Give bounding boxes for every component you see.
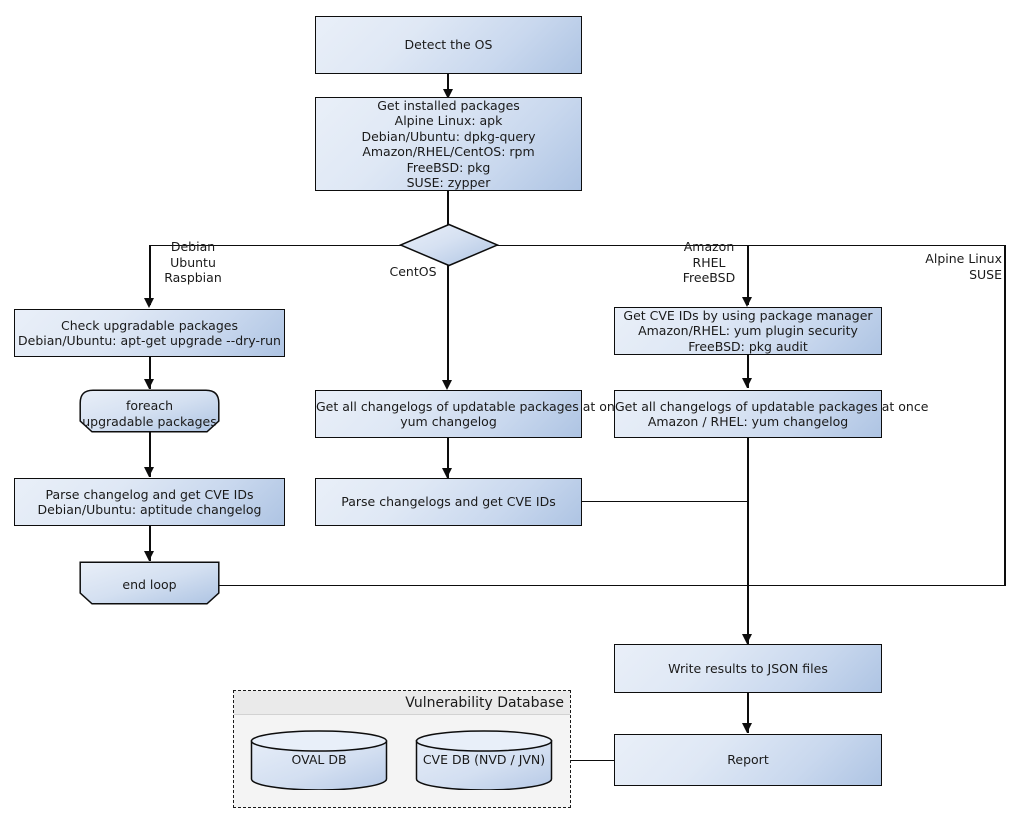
connector-check-to-foreach xyxy=(149,357,151,389)
connector-parse-to-endloop xyxy=(149,526,151,561)
arrowhead-centos-branch xyxy=(442,380,452,390)
node-write-results-json-label: Write results to JSON files xyxy=(668,660,828,676)
arrowhead-foreach-to-parse xyxy=(144,467,154,477)
vulnerability-database-title-bar: Vulnerability Database xyxy=(234,691,570,715)
node-report-label: Report xyxy=(727,752,769,768)
arrowhead-centos-changelogs-to-parse xyxy=(442,468,452,478)
connector-decision-centos xyxy=(447,264,449,386)
connector-packages-to-decision xyxy=(447,191,449,227)
connector-amazon-down xyxy=(747,244,749,305)
arrowhead-detect-to-packages xyxy=(442,89,453,99)
connector-centos-changelogs-to-parse xyxy=(447,438,449,478)
node-parse-changelogs-centos[interactable]: Parse changelogs and get CVE IDs xyxy=(315,478,582,526)
arrowhead-cveids-to-changelogs xyxy=(742,378,752,388)
connector-foreach-to-parse xyxy=(149,432,151,477)
node-get-changelogs-rhel-label: Get all changelogs of updatable packages… xyxy=(615,398,929,430)
arrowhead-debian-branch xyxy=(144,298,154,308)
node-os-decision[interactable] xyxy=(398,223,500,271)
connector-detect-to-packages xyxy=(447,74,449,96)
node-get-changelogs-rhel[interactable]: Get all changelogs of updatable packages… xyxy=(614,390,929,438)
connector-endloop-right xyxy=(219,584,1005,586)
connector-decision-right xyxy=(497,244,1005,246)
connector-debian-down xyxy=(149,244,151,305)
connector-parse-changelogs-right xyxy=(582,500,748,502)
node-end-loop[interactable] xyxy=(79,561,220,609)
arrowhead-write-to-report xyxy=(742,723,752,733)
connector-alpine-down xyxy=(1004,244,1006,586)
node-report[interactable]: Report xyxy=(614,734,882,786)
connector-changelogs-to-write xyxy=(747,438,749,644)
connector-decision-left xyxy=(149,244,401,246)
connector-db-to-report xyxy=(570,759,615,761)
arrowhead-parse-to-endloop xyxy=(144,551,154,561)
node-get-changelogs-centos[interactable]: Get all changelogs of updatable packages… xyxy=(315,390,630,438)
arrowhead-check-to-foreach xyxy=(144,379,154,389)
edge-label-centos-branch: CentOS xyxy=(389,264,437,279)
arrowhead-changelogs-to-write xyxy=(742,634,752,644)
node-parse-changelogs-centos-label: Parse changelogs and get CVE IDs xyxy=(341,494,556,510)
connector-cveids-to-changelogs xyxy=(747,355,749,388)
connector-write-to-report xyxy=(747,693,749,733)
node-get-changelogs-centos-label: Get all changelogs of updatable packages… xyxy=(316,398,630,430)
node-detect-os-label: Detect the OS xyxy=(404,37,493,53)
database-cve-db[interactable] xyxy=(415,730,553,794)
node-foreach-loop[interactable] xyxy=(79,389,220,437)
node-write-results-json[interactable]: Write results to JSON files xyxy=(614,644,882,693)
vulnerability-database-title: Vulnerability Database xyxy=(405,694,564,711)
arrowhead-amazon-branch xyxy=(742,297,752,307)
database-oval-db[interactable] xyxy=(250,730,388,794)
node-detect-os[interactable]: Detect the OS xyxy=(315,16,582,74)
